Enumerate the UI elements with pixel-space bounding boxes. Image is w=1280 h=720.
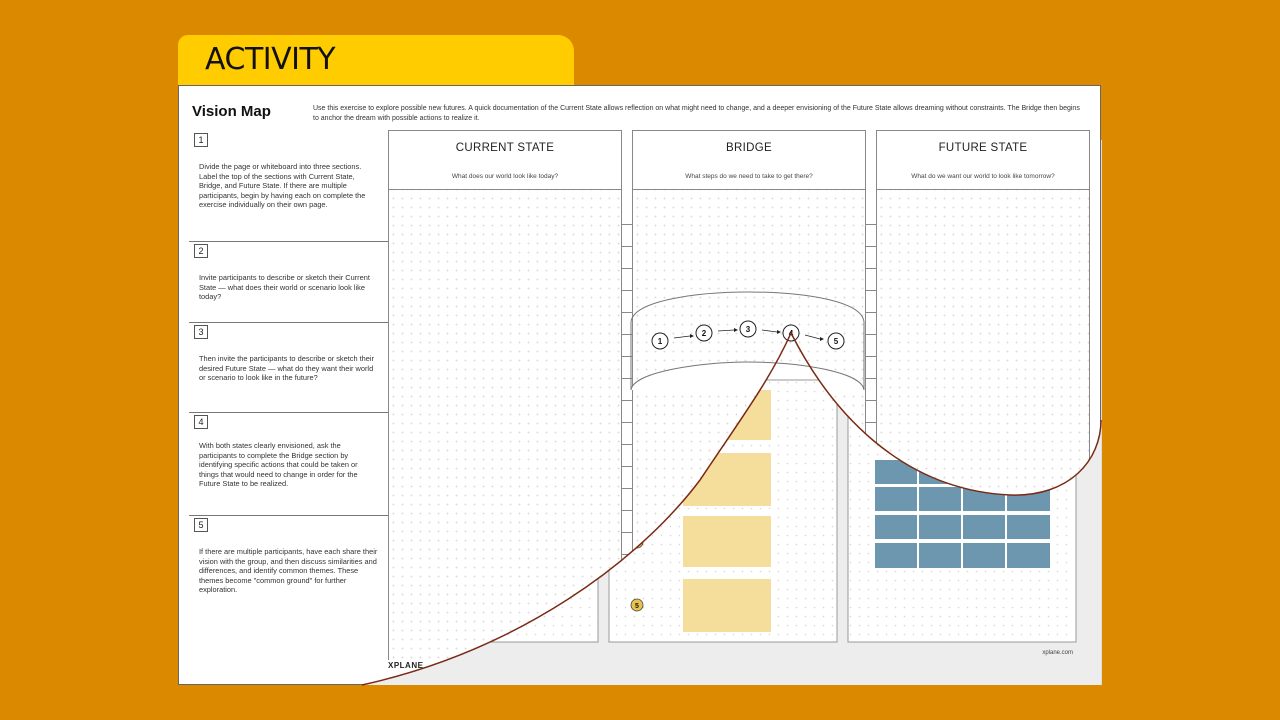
- worksheet-page: Vision Map Use this exercise to explore …: [178, 85, 1101, 685]
- column-question: What does our world look like today?: [389, 165, 621, 190]
- worksheet-title: Vision Map: [192, 103, 271, 120]
- current-state-column: CURRENT STATE What does our world look l…: [388, 130, 622, 660]
- column-question: What steps do we need to take to get the…: [633, 165, 865, 190]
- instruction-step: 2 Invite participants to describe or ske…: [189, 241, 388, 323]
- future-state-column: FUTURE STATE What do we want our world t…: [876, 130, 1090, 660]
- worksheet-intro: Use this exercise to explore possible ne…: [313, 105, 1080, 122]
- column-title: CURRENT STATE: [389, 131, 621, 166]
- step-text: Invite participants to describe or sketc…: [199, 273, 370, 302]
- section-banner: ACTIVITY WALKTHROUGH: [178, 35, 574, 127]
- instruction-steps: 1 Divide the page or whiteboard into thr…: [189, 130, 389, 660]
- column-divider: [622, 130, 632, 660]
- instruction-step: 3 Then invite the participants to descri…: [189, 322, 388, 413]
- column-title: BRIDGE: [633, 131, 865, 166]
- step-text: Then invite the participants to describe…: [199, 354, 375, 383]
- step-number: 4: [194, 415, 208, 429]
- step-number: 5: [194, 518, 208, 532]
- bridge-column: BRIDGE What steps do we need to take to …: [632, 130, 866, 660]
- step-text: With both states clearly envisioned, ask…: [199, 441, 358, 489]
- step-number: 2: [194, 244, 208, 258]
- instruction-step: 4 With both states clearly envisioned, a…: [189, 412, 388, 516]
- step-number: 1: [194, 133, 208, 147]
- instruction-step: 5 If there are multiple participants, ha…: [189, 515, 388, 660]
- xplane-logo: XPLANE: [388, 661, 424, 670]
- column-title: FUTURE STATE: [877, 131, 1089, 166]
- instruction-step: 1 Divide the page or whiteboard into thr…: [189, 130, 388, 242]
- step-number: 3: [194, 325, 208, 339]
- column-question: What do we want our world to look like t…: [877, 165, 1089, 190]
- step-text: If there are multiple participants, have…: [199, 547, 378, 595]
- column-divider: [866, 130, 876, 660]
- step-text: Divide the page or whiteboard into three…: [199, 162, 366, 210]
